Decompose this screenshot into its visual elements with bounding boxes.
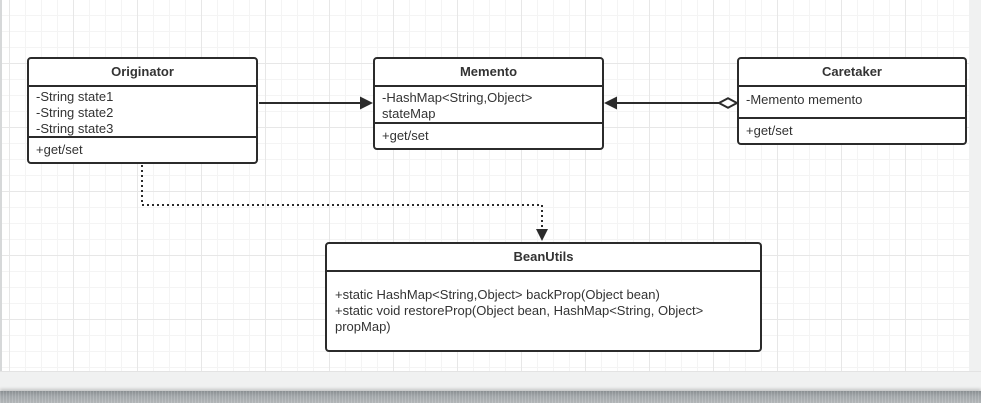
class-methods-memento: +get/set	[375, 124, 602, 148]
class-title-originator: Originator	[29, 59, 256, 87]
method-row: +get/set	[36, 142, 83, 157]
arrowhead-icon	[360, 96, 373, 110]
class-title-memento: Memento	[375, 59, 602, 87]
field-row: -Memento memento	[746, 92, 863, 107]
method-row: +static void restoreProp(Object bean, Ha…	[335, 303, 704, 334]
canvas-right-margin	[969, 0, 981, 371]
field-row: -HashMap<String,Object> stateMap	[382, 90, 533, 121]
class-methods-beanutils: +static HashMap<String,Object> backProp(…	[327, 272, 760, 350]
class-methods-originator: +get/set	[29, 138, 256, 162]
association-arrow-originator-memento[interactable]	[259, 96, 373, 110]
dependency-arrow-originator-beanutils[interactable]	[141, 165, 548, 241]
class-box-caretaker[interactable]: Caretaker -Memento memento +get/set	[737, 57, 967, 145]
class-title-caretaker: Caretaker	[739, 59, 965, 87]
class-box-beanutils[interactable]: BeanUtils +static HashMap<String,Object>…	[325, 242, 762, 352]
method-row: +get/set	[382, 128, 429, 143]
field-row: -String state2	[36, 105, 114, 120]
class-methods-caretaker: +get/set	[739, 119, 965, 143]
class-fields-caretaker: -Memento memento	[739, 87, 965, 119]
method-row: +static HashMap<String,Object> backProp(…	[335, 287, 660, 302]
open-diamond-icon	[716, 97, 740, 109]
arrowhead-icon	[604, 96, 617, 110]
arrowhead-icon	[536, 229, 548, 241]
field-row: -String state1	[36, 89, 114, 104]
method-row: +get/set	[746, 123, 793, 138]
class-box-memento[interactable]: Memento -HashMap<String,Object> stateMap…	[373, 57, 604, 150]
class-fields-originator: -String state1 -String state2 -String st…	[29, 87, 256, 138]
class-box-originator[interactable]: Originator -String state1 -String state2…	[27, 57, 258, 164]
field-row: -String state3	[36, 121, 114, 136]
class-title-beanutils: BeanUtils	[327, 244, 760, 272]
window-bottom-edge	[0, 391, 981, 403]
aggregation-arrow-caretaker-memento[interactable]	[604, 96, 740, 110]
class-fields-memento: -HashMap<String,Object> stateMap	[375, 87, 602, 124]
window-left-edge	[0, 0, 2, 371]
horizontal-scrollbar-track[interactable]	[0, 371, 981, 391]
